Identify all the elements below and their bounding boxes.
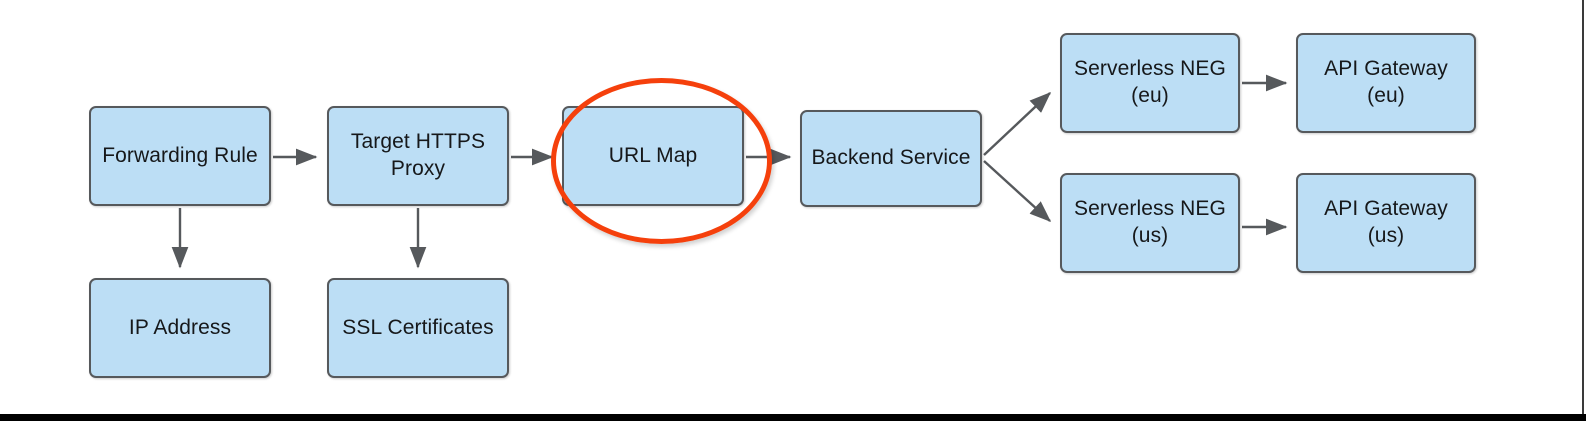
node-backend-service[interactable]: Backend Service bbox=[800, 110, 982, 207]
right-edge-rule bbox=[1582, 0, 1584, 414]
node-target-https-proxy[interactable]: Target HTTPS Proxy bbox=[327, 106, 509, 206]
node-url-map[interactable]: URL Map bbox=[562, 106, 744, 206]
node-serverless-neg-eu[interactable]: Serverless NEG (eu) bbox=[1060, 33, 1240, 133]
footer-bar bbox=[0, 414, 1586, 421]
node-ssl-certificates[interactable]: SSL Certificates bbox=[327, 278, 509, 378]
edge-backend-service-to-serverless-neg-us bbox=[983, 160, 1052, 222]
node-forwarding-rule[interactable]: Forwarding Rule bbox=[89, 106, 271, 206]
node-api-gateway-eu[interactable]: API Gateway (eu) bbox=[1296, 33, 1476, 133]
node-api-gateway-us[interactable]: API Gateway (us) bbox=[1296, 173, 1476, 273]
edge-backend-service-to-serverless-neg-eu bbox=[983, 92, 1052, 156]
node-serverless-neg-us[interactable]: Serverless NEG (us) bbox=[1060, 173, 1240, 273]
node-ip-address[interactable]: IP Address bbox=[89, 278, 271, 378]
